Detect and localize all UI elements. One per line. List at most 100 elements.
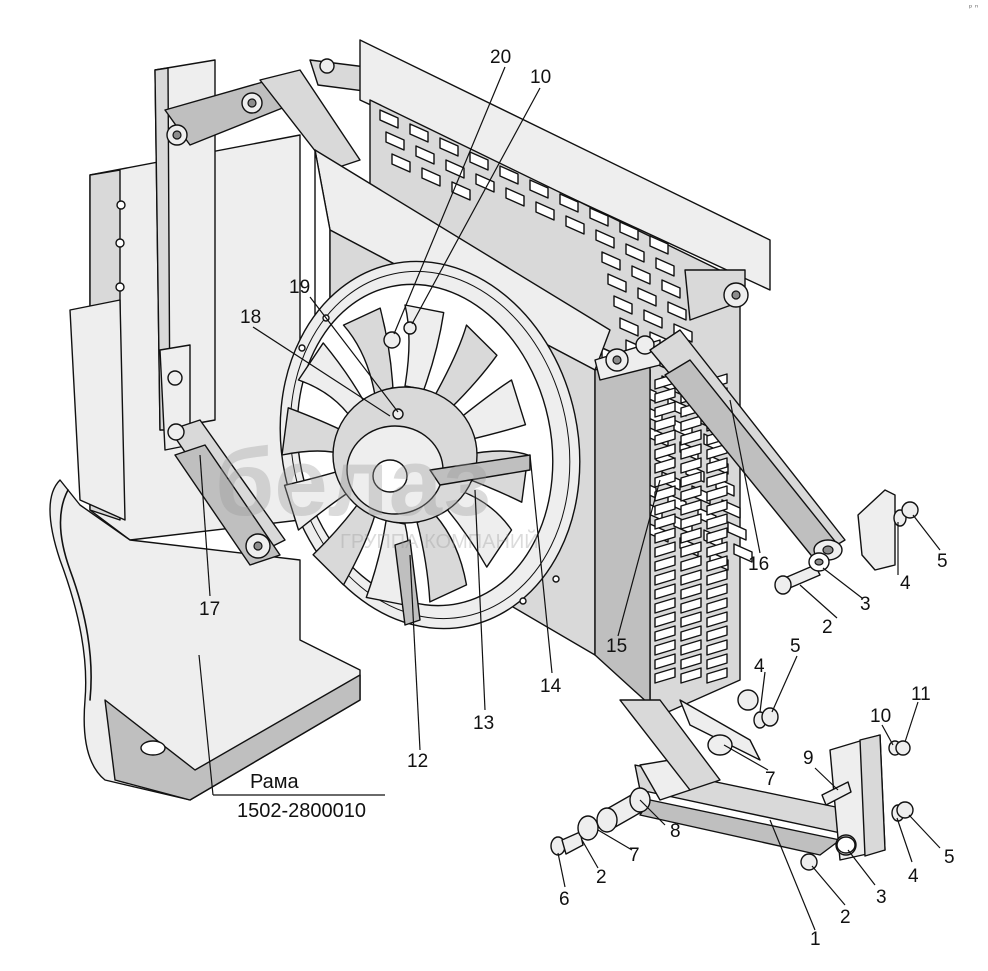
corner-mark: ᵖ ⁿ (969, 3, 978, 12)
callout-5-upper: 5 (937, 551, 948, 572)
radiator-fin (654, 457, 676, 474)
radiator-fin (680, 513, 702, 530)
callout-3-lower: 3 (876, 887, 887, 908)
radiator-fin (654, 597, 676, 614)
callout-labels: 20 10 19 18 17 16 15 14 13 12 2 3 4 5 4 … (199, 47, 955, 950)
radiator-fin (654, 471, 676, 488)
radiator-fin (680, 639, 702, 656)
radiator-fin (733, 543, 753, 563)
radiator-fin (706, 625, 728, 642)
radiator-fin (706, 471, 728, 488)
radiator-fin (680, 569, 702, 586)
radiator-fin (654, 611, 676, 628)
radiator-fin (680, 653, 702, 670)
watermark-brand: белаз (215, 429, 491, 536)
callout-13: 13 (473, 713, 494, 734)
radiator-fin (680, 527, 702, 544)
radiator-fin (379, 109, 399, 129)
callout-12: 12 (407, 751, 428, 772)
radiator-fin (680, 667, 702, 684)
callout-16: 16 (748, 554, 769, 575)
radiator-fin (565, 215, 585, 235)
radiator-fin (391, 153, 411, 173)
radiator-fin (589, 207, 609, 227)
frame-part-number: 1502-2800010 (237, 800, 366, 822)
callout-19: 19 (289, 277, 310, 298)
callout-5-lower: 5 (944, 847, 955, 868)
callout-10: 10 (530, 67, 551, 88)
radiator-fin (706, 527, 728, 544)
radiator-fin (529, 179, 549, 199)
radiator-fin (535, 201, 555, 221)
callout-7-right: 7 (765, 769, 776, 790)
vehicle-frame (49, 134, 361, 801)
radiator-fin (451, 181, 471, 201)
fan-impeller (281, 304, 531, 626)
callout-4-lower: 4 (908, 866, 919, 887)
fan-blade (416, 514, 468, 603)
radiator-fin (654, 499, 676, 516)
radiator-fin (649, 235, 669, 255)
callout-10-right: 10 (870, 706, 891, 727)
radiator-fin (654, 387, 676, 404)
fan-blade (297, 342, 366, 422)
radiator-fin (445, 159, 465, 179)
callout-4-mid: 4 (754, 656, 765, 677)
radiator-fin (655, 257, 675, 277)
callout-9: 9 (803, 748, 814, 769)
radiator-fin (637, 287, 657, 307)
callout-2-lower: 2 (840, 907, 851, 928)
radiator-fin (559, 193, 579, 213)
radiator-fin (706, 555, 728, 572)
radiator-fin (601, 251, 621, 271)
radiator-fin (727, 521, 747, 541)
frame-label: Рама (250, 771, 300, 793)
callout-18: 18 (240, 307, 261, 328)
radiator-fin (409, 123, 429, 143)
radiator-fin (654, 429, 676, 446)
radiator-fin (680, 429, 702, 446)
radiator-fin (654, 401, 676, 418)
callout-4-upper: 4 (900, 573, 911, 594)
radiator-fin (654, 415, 676, 432)
radiator-fin (469, 151, 489, 171)
fasteners (550, 489, 919, 871)
radiator-fin (654, 555, 676, 572)
watermark-tagline: ГРУППА КОМПАНИЙ (340, 529, 539, 553)
radiator-fin (475, 173, 495, 193)
radiator-fin (607, 273, 627, 293)
callout-2-upper: 2 (822, 617, 833, 638)
radiator-fin (661, 279, 681, 299)
radiator-fin (643, 309, 663, 329)
radiator-fin (421, 167, 441, 187)
lower-right-bracket (619, 699, 886, 861)
radiator-fin (654, 541, 676, 558)
radiator-fin (706, 443, 728, 460)
radiator-fin (706, 541, 728, 558)
radiator-fin (680, 597, 702, 614)
radiator-fin (385, 131, 405, 151)
radiator-fin (706, 499, 728, 516)
radiator-fin (680, 485, 702, 502)
callout-1: 1 (810, 929, 821, 950)
radiator-fin (654, 527, 676, 544)
fan-blade (444, 488, 513, 568)
radiator-fin (654, 625, 676, 642)
radiator-fin (667, 301, 687, 321)
radiator-fin (706, 653, 728, 670)
radiator-fin (706, 569, 728, 586)
radiator-fin (654, 653, 676, 670)
frame-caption: Рама 1502-2800010 (237, 771, 366, 822)
leader-lines (198, 66, 941, 931)
radiator-fin (654, 639, 676, 656)
radiator-fin (439, 137, 459, 157)
upper-right-strut (649, 269, 846, 561)
callout-7-left: 7 (629, 845, 640, 866)
fan-blade (434, 324, 498, 410)
radiator-fin (706, 485, 728, 502)
callout-3-upper: 3 (860, 594, 871, 615)
callout-14: 14 (540, 676, 562, 697)
radiator-fin (706, 583, 728, 600)
